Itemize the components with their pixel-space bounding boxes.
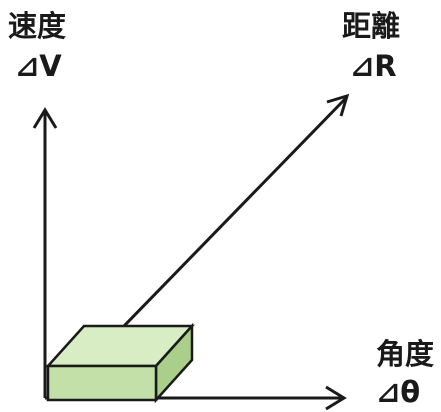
diagonal-axis-arrowhead (326, 93, 350, 117)
diagonal-axis (122, 96, 348, 328)
horizontal-axis-title: 角度 (376, 337, 435, 371)
horizontal-axis-arrowhead (325, 385, 347, 411)
block-front-face (46, 364, 158, 402)
horizontal-axis-symbol: ⊿θ (376, 375, 421, 409)
vertical-axis-arrowhead (32, 107, 58, 129)
vertical-axis-symbol: ⊿V (15, 49, 62, 83)
vertical-axis-title: 速度 (8, 9, 67, 43)
diagonal-axis-title: 距離 (342, 9, 401, 43)
green-block (45, 322, 195, 404)
diagonal-axis-symbol: ⊿R (350, 49, 397, 83)
